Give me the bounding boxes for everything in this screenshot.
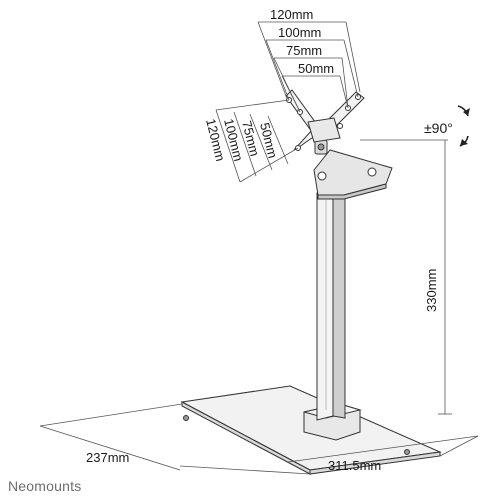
column [316,189,346,421]
rotation-arrows [457,105,470,147]
vesa-horizontal-labels: 120mm 100mm 75mm 50mm [270,7,334,76]
vesa-vertical-labels: 120mm 100mm 75mm 50mm [203,117,280,163]
base-depth-label: 237mm [86,450,129,465]
base-width-label: 311.5mm [328,458,381,473]
vesa-h-50: 50mm [298,61,334,76]
rotation-label: ±90° [424,120,453,136]
vesa-h-75: 75mm [286,43,322,58]
base-depth-dimension [39,403,311,475]
vesa-horizontal-dimensions [257,21,361,113]
vesa-h-120: 120mm [270,7,313,22]
tilt-bracket [313,139,393,200]
height-dimension [360,139,452,415]
base-width-dimension [287,435,479,463]
height-label: 330mm [424,269,439,312]
vesa-vertical-dimensions [215,99,299,183]
brand-logo-text: Neomounts [8,478,82,494]
vesa-h-100: 100mm [278,25,321,40]
